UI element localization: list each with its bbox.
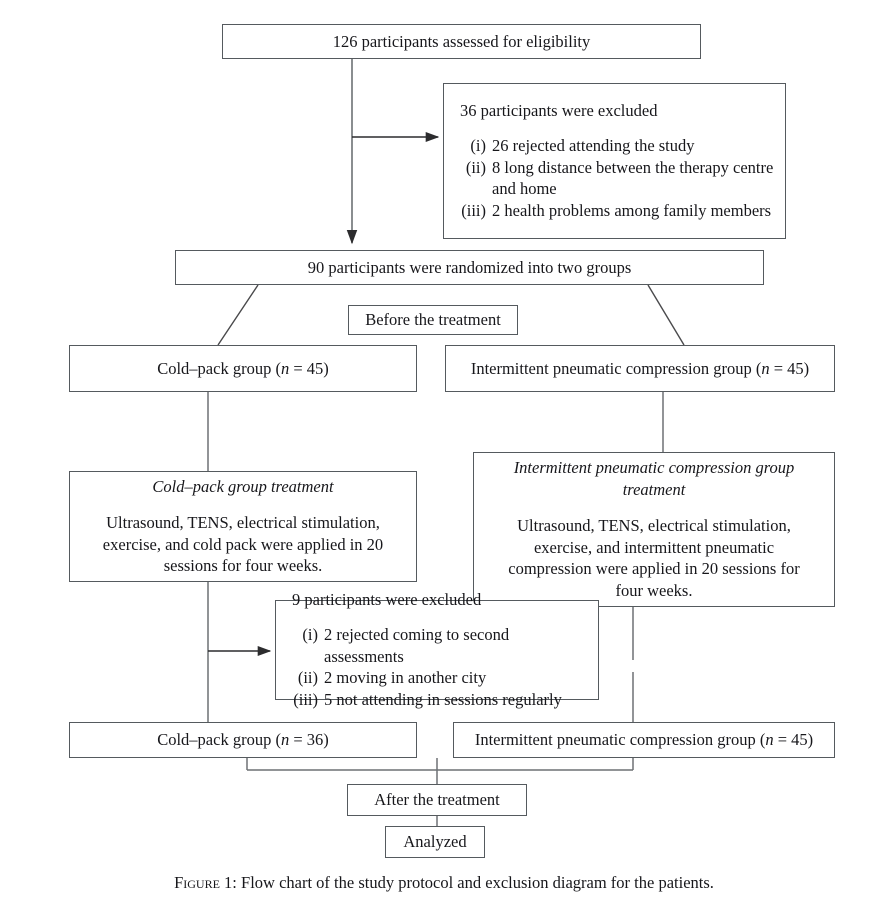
node-before-treatment-label: Before the treatment (365, 310, 501, 330)
node-ipc-group: Intermittent pneumatic compression group… (445, 345, 835, 392)
list-item: (iii) 5 not attending in sessions regula… (284, 689, 588, 711)
ipc-group-prefix: Intermittent pneumatic compression group… (470, 358, 762, 378)
node-ipc-treatment: Intermittent pneumatic compression group… (473, 452, 835, 607)
node-ipc-group-label: Intermittent pneumatic compression group… (461, 358, 819, 380)
list-item-text: 2 rejected coming to second assessments (324, 624, 510, 666)
list-item-text: 2 health problems among family members (492, 201, 772, 221)
node-cold-pack-group-label: Cold–pack group (n = 45) (147, 358, 339, 380)
figure-caption-text: Flow chart of the study protocol and exc… (241, 873, 714, 892)
ipc-treatment-line-3: compression were applied in 20 sessions … (508, 559, 800, 579)
node-cold-pack-final-label: Cold–pack group (n = 36) (147, 729, 339, 751)
excluded-first-heading: 36 participants were excluded (460, 100, 658, 120)
ipc-final-n-symbol: n (765, 730, 774, 750)
cold-pack-final-n-symbol: n (280, 730, 290, 750)
node-excluded-second: 9 participants were excluded (i) 2 rejec… (275, 590, 599, 709)
line-randomized-to-ipc (647, 284, 685, 346)
node-analyzed-label: Analyzed (403, 832, 467, 852)
node-randomized: 90 participants were randomized into two… (175, 250, 764, 285)
ipc-treatment-title-line-2: treatment (622, 479, 686, 499)
list-item-text: 26 rejected attending the study (492, 135, 695, 155)
excluded-second-list: (i) 2 rejected coming to second assessme… (276, 624, 598, 712)
figure-caption: Figure 1: Flow chart of the study protoc… (0, 872, 888, 893)
list-item-text-wrap: and home (492, 179, 557, 199)
list-item: (i) 2 rejected coming to second assessme… (284, 624, 588, 668)
ipc-treatment-line-2: exercise, and intermittent pneumatic (533, 537, 775, 557)
ipc-treatment-line-4: four weeks. (615, 581, 693, 601)
excluded-first-list: (i) 26 rejected attending the study (ii)… (444, 135, 785, 223)
node-cold-pack-treatment: Cold–pack group treatment Ultrasound, TE… (69, 471, 417, 582)
cold-pack-group-prefix: Cold–pack group ( (157, 358, 281, 378)
cold-pack-final-suffix: = 36) (289, 730, 329, 750)
list-item-text: 5 not attending in sessions regularly (324, 690, 562, 710)
node-assessed-for-eligibility: 126 participants assessed for eligibilit… (222, 24, 701, 59)
node-assessed-label: 126 participants assessed for eligibilit… (332, 31, 591, 51)
ipc-treatment-title-line-1: Intermittent pneumatic compression group (513, 457, 795, 477)
node-cold-pack-group: Cold–pack group (n = 45) (69, 345, 417, 392)
figure-caption-label: Figure (174, 873, 220, 892)
list-marker: (iii) (293, 690, 318, 710)
node-after-treatment-label: After the treatment (374, 790, 500, 810)
excluded-second-heading: 9 participants were excluded (292, 589, 482, 609)
cold-pack-treatment-title: Cold–pack group treatment (152, 476, 334, 496)
list-marker: (ii) (297, 668, 318, 688)
node-before-treatment: Before the treatment (348, 305, 518, 335)
ipc-group-n-symbol: n (761, 358, 770, 378)
cold-pack-final-prefix: Cold–pack group ( (157, 730, 281, 750)
list-item-text: 2 moving in another city (324, 668, 487, 688)
cold-pack-treatment-line-3: sessions for four weeks. (163, 556, 323, 576)
list-item: (ii) 2 moving in another city (284, 667, 588, 689)
list-item: (iii) 2 health problems among family mem… (452, 200, 775, 222)
list-marker: (ii) (465, 157, 486, 177)
list-item-text: 8 long distance between the therapy cent… (492, 157, 774, 177)
cold-pack-treatment-line-1: Ultrasound, TENS, electrical stimulation… (106, 512, 380, 532)
node-analyzed: Analyzed (385, 826, 485, 858)
list-item: (i) 26 rejected attending the study (452, 135, 775, 157)
line-randomized-to-cold-pack (217, 284, 259, 346)
node-randomized-label: 90 participants were randomized into two… (307, 257, 632, 277)
ipc-group-suffix: = 45) (769, 358, 810, 378)
node-ipc-final: Intermittent pneumatic compression group… (453, 722, 835, 758)
figure-caption-number: 1: (224, 873, 237, 892)
cold-pack-treatment-line-2: exercise, and cold pack were applied in … (102, 534, 384, 554)
node-ipc-final-label: Intermittent pneumatic compression group… (465, 729, 823, 751)
list-marker: (iii) (461, 201, 486, 221)
cold-pack-group-n-symbol: n (280, 358, 290, 378)
ipc-final-suffix: = 45) (773, 730, 814, 750)
list-marker: (i) (470, 135, 486, 155)
ipc-final-prefix: Intermittent pneumatic compression group… (474, 730, 766, 750)
list-marker: (i) (302, 624, 318, 644)
node-after-treatment: After the treatment (347, 784, 527, 816)
node-cold-pack-final: Cold–pack group (n = 36) (69, 722, 417, 758)
cold-pack-group-suffix: = 45) (289, 358, 329, 378)
list-item: (ii) 8 long distance between the therapy… (452, 157, 775, 179)
list-item-continuation: and home (452, 178, 775, 200)
ipc-treatment-line-1: Ultrasound, TENS, electrical stimulation… (517, 515, 791, 535)
node-excluded-first: 36 participants were excluded (i) 26 rej… (443, 83, 786, 239)
